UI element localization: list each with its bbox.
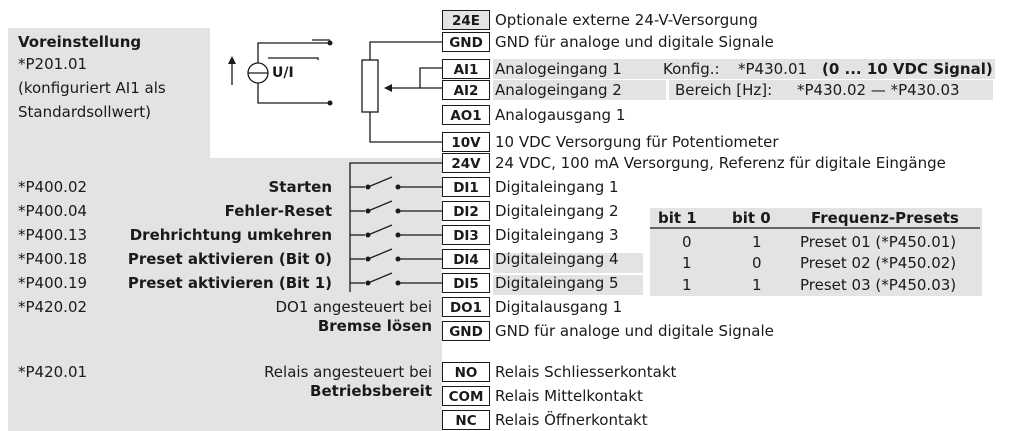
desc-com: Relais Mittelkontakt	[495, 387, 643, 405]
konfig-code: *P430.01	[738, 60, 808, 78]
terminal-ai2: AI2	[442, 80, 490, 100]
preset-box-bg	[8, 28, 210, 158]
table-cell: 1	[682, 254, 692, 272]
terminal-gnd-2: GND	[442, 321, 490, 341]
desc-10v: 10 VDC Versorgung für Potentiometer	[495, 133, 779, 151]
source-label: U/I	[272, 65, 294, 81]
terminal-10v: 10V	[442, 132, 490, 152]
desc-highlight-ai1	[493, 59, 995, 79]
desc-di4: Digitaleingang 4	[495, 250, 619, 268]
di5-code: *P400.19	[18, 274, 88, 292]
desc-24v: 24 VDC, 100 mA Versorgung, Referenz für …	[495, 154, 946, 172]
desc-gnd: GND für analoge und digitale Signale	[495, 33, 774, 51]
preset-box-title: Voreinstellung	[18, 33, 142, 51]
terminal-ai1: AI1	[442, 59, 490, 79]
table-cell: Preset 02 (*P450.02)	[800, 254, 957, 272]
table-header-bit1: bit 1	[658, 209, 697, 227]
terminal-di3: DI3	[442, 225, 490, 245]
do1-label-line1: DO1 angesteuert bei	[275, 298, 432, 316]
desc-ai1: Analogeingang 1	[495, 60, 622, 78]
terminal-gnd: GND	[442, 32, 490, 52]
bereich-label: Bereich [Hz]:	[675, 81, 773, 99]
do1-label-line2: Bremse lösen	[317, 317, 432, 335]
desc-24e: Optionale externe 24-V-Versorgung	[495, 11, 758, 29]
table-cell: Preset 01 (*P450.01)	[800, 233, 957, 251]
di4-code: *P400.18	[18, 250, 88, 268]
desc-do1: Digitalausgang 1	[495, 298, 623, 316]
terminal-ao1: AO1	[442, 105, 490, 125]
terminal-di5: DI5	[442, 273, 490, 293]
preset-box-line1: *P201.01	[18, 55, 88, 73]
bereich-value: *P430.02 — *P430.03	[797, 81, 960, 99]
source-arrow-head	[228, 56, 236, 64]
preset-table-bg	[650, 208, 982, 296]
desc-di5: Digitaleingang 5	[495, 274, 619, 292]
relay-label-line2: Betriebsbereit	[310, 382, 432, 400]
terminal-no: NO	[442, 362, 490, 382]
table-cell: Preset 03 (*P450.03)	[800, 276, 957, 294]
di2-code: *P400.04	[18, 202, 88, 220]
table-cell: 1	[752, 233, 762, 251]
terminal-di4: DI4	[442, 249, 490, 269]
preset-box-line2: (konfiguriert AI1 als	[18, 79, 166, 97]
di4-label: Preset aktivieren (Bit 0)	[127, 250, 332, 268]
desc-ai2: Analogeingang 2	[495, 81, 622, 99]
table-header-bit0: bit 0	[732, 209, 771, 227]
desc-highlight-ai2	[493, 80, 666, 100]
do1-code: *P420.02	[18, 298, 88, 316]
desc-gnd-2: GND für analoge und digitale Signale	[495, 322, 774, 340]
table-cell: 0	[682, 233, 692, 251]
konfig-label: Konfig.:	[663, 60, 720, 78]
terminal-com: COM	[442, 386, 490, 406]
table-cell: 1	[682, 276, 692, 294]
di1-label: Starten	[268, 178, 332, 196]
desc-nc: Relais Öffnerkontakt	[495, 411, 648, 429]
di1-code: *P400.02	[18, 178, 88, 196]
terminal-nc: NC	[442, 410, 490, 430]
table-cell: 0	[752, 254, 762, 272]
wiper-arrow-head	[384, 84, 392, 92]
desc-di1: Digitaleingang 1	[495, 178, 619, 196]
desc-di2: Digitaleingang 2	[495, 202, 619, 220]
konfig-value: (0 ... 10 VDC Signal)	[822, 60, 993, 78]
desc-di3: Digitaleingang 3	[495, 226, 619, 244]
di3-code: *P400.13	[18, 226, 88, 244]
di2-label: Fehler-Reset	[224, 202, 332, 220]
left-grey-panel	[8, 158, 442, 431]
di5-label: Preset aktivieren (Bit 1)	[127, 274, 332, 292]
desc-highlight-di4	[493, 253, 643, 273]
terminal-do1: DO1	[442, 297, 490, 317]
terminal-24v: 24V	[442, 153, 490, 173]
relay-code: *P420.01	[18, 363, 88, 381]
terminal-24e: 24E	[442, 10, 490, 30]
di3-label: Drehrichtung umkehren	[129, 226, 332, 244]
table-header-presets: Frequenz-Presets	[811, 209, 959, 227]
relay-label-line1: Relais angesteuert bei	[264, 363, 432, 381]
desc-highlight-di5	[493, 275, 643, 295]
desc-ao1: Analogausgang 1	[495, 106, 626, 124]
preset-box-line3: Standardsollwert)	[18, 103, 151, 121]
desc-no: Relais Schliesserkontakt	[495, 363, 677, 381]
desc-highlight-bereich	[669, 80, 993, 100]
table-cell: 1	[752, 276, 762, 294]
terminal-di2: DI2	[442, 201, 490, 221]
terminal-di1: DI1	[442, 177, 490, 197]
